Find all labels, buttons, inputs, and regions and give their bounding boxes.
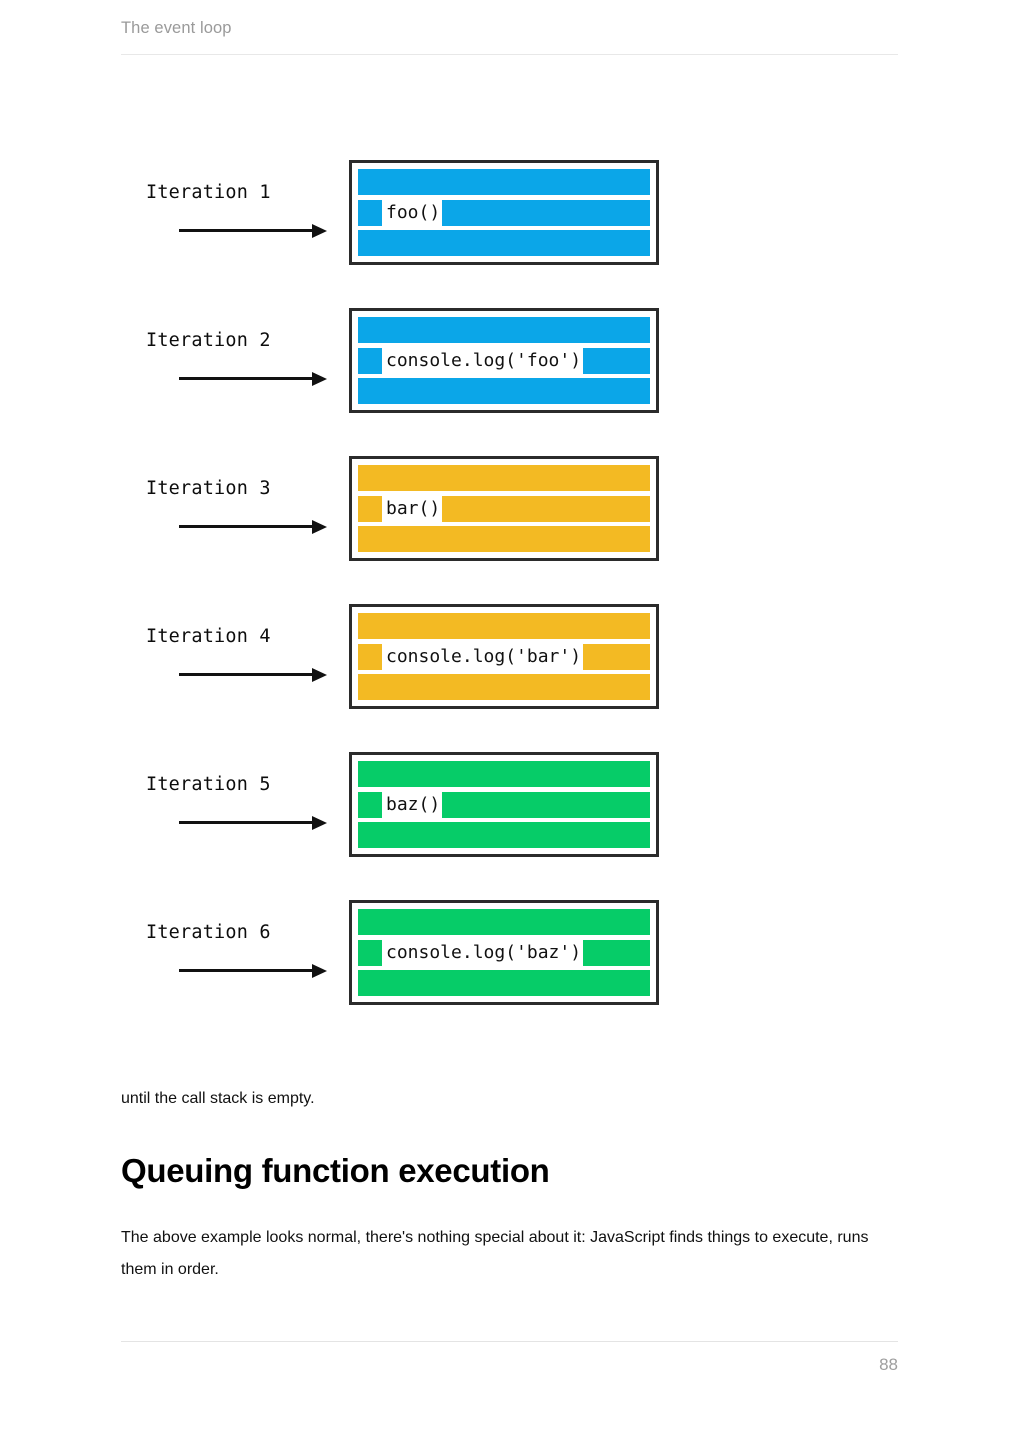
stack-frame-bottom bbox=[358, 674, 650, 700]
stack-frame-code: console.log('foo') bbox=[386, 349, 582, 371]
iteration-label: Iteration 4 bbox=[146, 626, 271, 647]
stack-frame-bottom bbox=[358, 378, 650, 404]
iteration-row: Iteration 3 bar() bbox=[0, 456, 1019, 604]
call-stack-box: baz() bbox=[349, 752, 659, 857]
arrow-shaft bbox=[179, 525, 317, 528]
iteration-row: Iteration 2 console.log('foo') bbox=[0, 308, 1019, 456]
frame-stub bbox=[358, 347, 382, 374]
iteration-caption-group: Iteration 3 bbox=[146, 456, 342, 561]
arrow-head bbox=[312, 964, 327, 978]
frame-filler bbox=[583, 939, 650, 966]
stack-frame-code: console.log('baz') bbox=[386, 941, 582, 963]
stack-frame-top bbox=[358, 317, 650, 343]
code-plate: console.log('foo') bbox=[382, 347, 584, 374]
iteration-label: Iteration 6 bbox=[146, 922, 271, 943]
arrow-shaft bbox=[179, 673, 317, 676]
frame-filler bbox=[442, 495, 650, 522]
stack-frame-top bbox=[358, 169, 650, 195]
call-stack-box: bar() bbox=[349, 456, 659, 561]
frame-stub bbox=[358, 939, 382, 966]
iteration-caption-group: Iteration 1 bbox=[146, 160, 342, 265]
iteration-label: Iteration 1 bbox=[146, 182, 271, 203]
call-stack-box: foo() bbox=[349, 160, 659, 265]
iteration-caption-group: Iteration 2 bbox=[146, 308, 342, 413]
code-plate: foo() bbox=[382, 199, 443, 226]
frame-filler bbox=[442, 199, 650, 226]
arrow-head bbox=[312, 668, 327, 682]
stack-frame-active: console.log('bar') bbox=[358, 643, 650, 670]
call-stack-frames: baz() bbox=[358, 761, 650, 848]
iteration-row: Iteration 5 baz() bbox=[0, 752, 1019, 900]
stack-frame-bottom bbox=[358, 230, 650, 256]
page-number: 88 bbox=[879, 1355, 898, 1374]
arrow-head bbox=[312, 520, 327, 534]
frame-stub bbox=[358, 791, 382, 818]
frame-filler bbox=[583, 643, 650, 670]
stack-frame-active: baz() bbox=[358, 791, 650, 818]
stack-frame-top bbox=[358, 613, 650, 639]
iteration-row: Iteration 1 foo() bbox=[0, 160, 1019, 308]
arrow-head bbox=[312, 224, 327, 238]
stack-frame-top bbox=[358, 465, 650, 491]
iteration-caption-group: Iteration 5 bbox=[146, 752, 342, 857]
footer-divider bbox=[121, 1341, 898, 1342]
code-plate: console.log('baz') bbox=[382, 939, 584, 966]
stack-frame-active: bar() bbox=[358, 495, 650, 522]
iteration-label: Iteration 2 bbox=[146, 330, 271, 351]
page-title: The event loop bbox=[121, 19, 232, 37]
frame-stub bbox=[358, 643, 382, 670]
frame-filler bbox=[442, 791, 650, 818]
stack-frame-top bbox=[358, 761, 650, 787]
call-stack-box: console.log('foo') bbox=[349, 308, 659, 413]
arrow-right-icon bbox=[179, 520, 331, 534]
call-stack-frames: console.log('bar') bbox=[358, 613, 650, 700]
code-plate: console.log('bar') bbox=[382, 643, 584, 670]
code-plate: baz() bbox=[382, 791, 443, 818]
call-stack-box: console.log('baz') bbox=[349, 900, 659, 1005]
call-stack-frames: bar() bbox=[358, 465, 650, 552]
iteration-row: Iteration 6 console.log('baz') bbox=[0, 900, 1019, 1048]
running-header: The event loop bbox=[121, 18, 898, 54]
stack-frame-active: foo() bbox=[358, 199, 650, 226]
frame-stub bbox=[358, 495, 382, 522]
iteration-row: Iteration 4 console.log('bar') bbox=[0, 604, 1019, 752]
call-stack-iterations-diagram: Iteration 1 foo() Iteration 2 console.log('… bbox=[0, 160, 1019, 1048]
caption-note: until the call stack is empty. bbox=[121, 1090, 315, 1107]
call-stack-frames: console.log('baz') bbox=[358, 909, 650, 996]
arrow-shaft bbox=[179, 969, 317, 972]
arrow-shaft bbox=[179, 821, 317, 824]
stack-frame-bottom bbox=[358, 970, 650, 996]
arrow-right-icon bbox=[179, 224, 331, 238]
arrow-right-icon bbox=[179, 668, 331, 682]
header-divider bbox=[121, 54, 898, 55]
stack-frame-code: baz() bbox=[386, 793, 441, 815]
call-stack-frames: foo() bbox=[358, 169, 650, 256]
frame-filler bbox=[583, 347, 650, 374]
arrow-right-icon bbox=[179, 964, 331, 978]
iteration-caption-group: Iteration 4 bbox=[146, 604, 342, 709]
stack-frame-active: console.log('baz') bbox=[358, 939, 650, 966]
stack-frame-code: foo() bbox=[386, 201, 441, 223]
stack-frame-active: console.log('foo') bbox=[358, 347, 650, 374]
stack-frame-top bbox=[358, 909, 650, 935]
section-heading: Queuing function execution bbox=[121, 1152, 550, 1189]
arrow-right-icon bbox=[179, 372, 331, 386]
arrow-head bbox=[312, 372, 327, 386]
iteration-caption-group: Iteration 6 bbox=[146, 900, 342, 1005]
arrow-head bbox=[312, 816, 327, 830]
call-stack-frames: console.log('foo') bbox=[358, 317, 650, 404]
code-plate: bar() bbox=[382, 495, 443, 522]
arrow-shaft bbox=[179, 377, 317, 380]
arrow-right-icon bbox=[179, 816, 331, 830]
stack-frame-code: console.log('bar') bbox=[386, 645, 582, 667]
iteration-label: Iteration 3 bbox=[146, 478, 271, 499]
iteration-label: Iteration 5 bbox=[146, 774, 271, 795]
stack-frame-bottom bbox=[358, 822, 650, 848]
frame-stub bbox=[358, 199, 382, 226]
body-paragraph: The above example looks normal, there's … bbox=[121, 1229, 869, 1278]
stack-frame-code: bar() bbox=[386, 497, 441, 519]
stack-frame-bottom bbox=[358, 526, 650, 552]
call-stack-box: console.log('bar') bbox=[349, 604, 659, 709]
arrow-shaft bbox=[179, 229, 317, 232]
